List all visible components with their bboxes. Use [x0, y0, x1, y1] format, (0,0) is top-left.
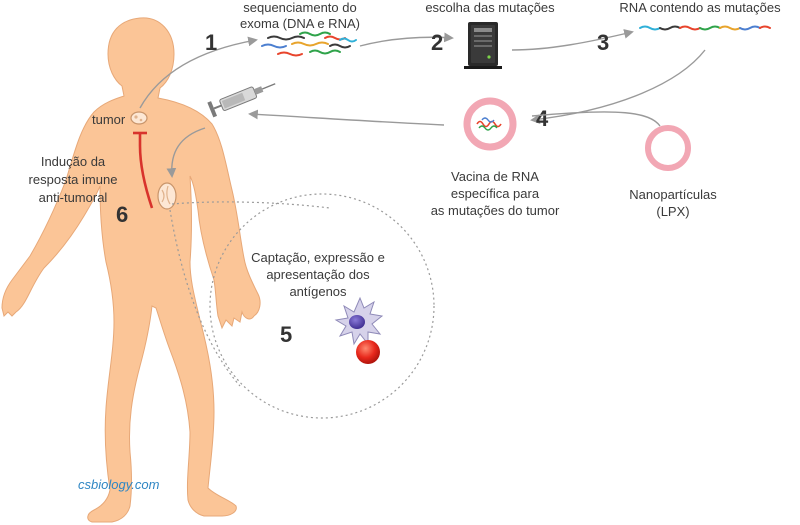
step-2-number: 2	[431, 30, 443, 55]
arrow-nanoparticle-to-vaccine	[531, 111, 661, 127]
zoom-line-lower	[169, 209, 241, 387]
arrow-vaccine-to-injection	[248, 109, 445, 126]
step-4-line3: as mutações do tumor	[431, 203, 560, 218]
step-6-line1: Indução da	[41, 154, 106, 169]
arrow-selection-to-rna	[511, 29, 634, 51]
nanoparticles-line1: Nanopartículas	[629, 187, 717, 202]
credit-text: csbiology.com	[78, 477, 160, 492]
arrow-tumor-to-sequencing	[139, 36, 258, 109]
arrow-rna-to-vaccine	[530, 49, 706, 124]
arrow-sequencing-to-selection	[359, 32, 454, 47]
step-5-number: 5	[280, 322, 292, 347]
step-6-line3: anti-tumoral	[39, 190, 108, 205]
lymph-node-zoom-circle	[209, 193, 435, 419]
step-1-line1: sequenciamento do	[243, 0, 356, 15]
step-5-line3: antígenos	[289, 284, 347, 299]
step-1-line2: exoma (DNA e RNA)	[240, 16, 360, 31]
step-5-line2: apresentação dos	[266, 267, 370, 282]
rna-vesicle-icon	[463, 97, 517, 151]
step-4-line1: Vacina de RNA	[451, 169, 539, 184]
syringe-icon	[207, 83, 276, 118]
human-body-silhouette	[1, 17, 261, 523]
server-computer-icon	[464, 22, 502, 69]
step-5-line1: Captação, expressão e	[251, 250, 385, 265]
step-4-line2: específica para	[451, 186, 540, 201]
nanoparticles-line2: (LPX)	[656, 204, 689, 219]
tumor-icon	[130, 111, 148, 125]
dendritic-cell-icon	[334, 296, 384, 364]
step-3-number: 3	[597, 30, 609, 55]
tumor-label: tumor	[92, 112, 126, 127]
step-1-number: 1	[205, 30, 217, 55]
rna-strand-icon	[639, 25, 771, 31]
step-3-line1: RNA contendo as mutações	[619, 0, 781, 15]
lymph-node-icon	[157, 182, 177, 210]
immune-inhibition-line	[133, 131, 154, 209]
step-2-line1: escolha das mutações	[425, 0, 555, 15]
arrow-injection-to-lymph-node	[166, 127, 206, 178]
dna-strands-icon	[261, 31, 357, 57]
step-4-number: 4	[536, 106, 549, 131]
step-6-line2: resposta imune	[29, 172, 118, 187]
zoom-line-upper	[171, 201, 331, 209]
lipid-nanoparticle-icon	[645, 125, 691, 171]
step-6-number: 6	[116, 202, 128, 227]
